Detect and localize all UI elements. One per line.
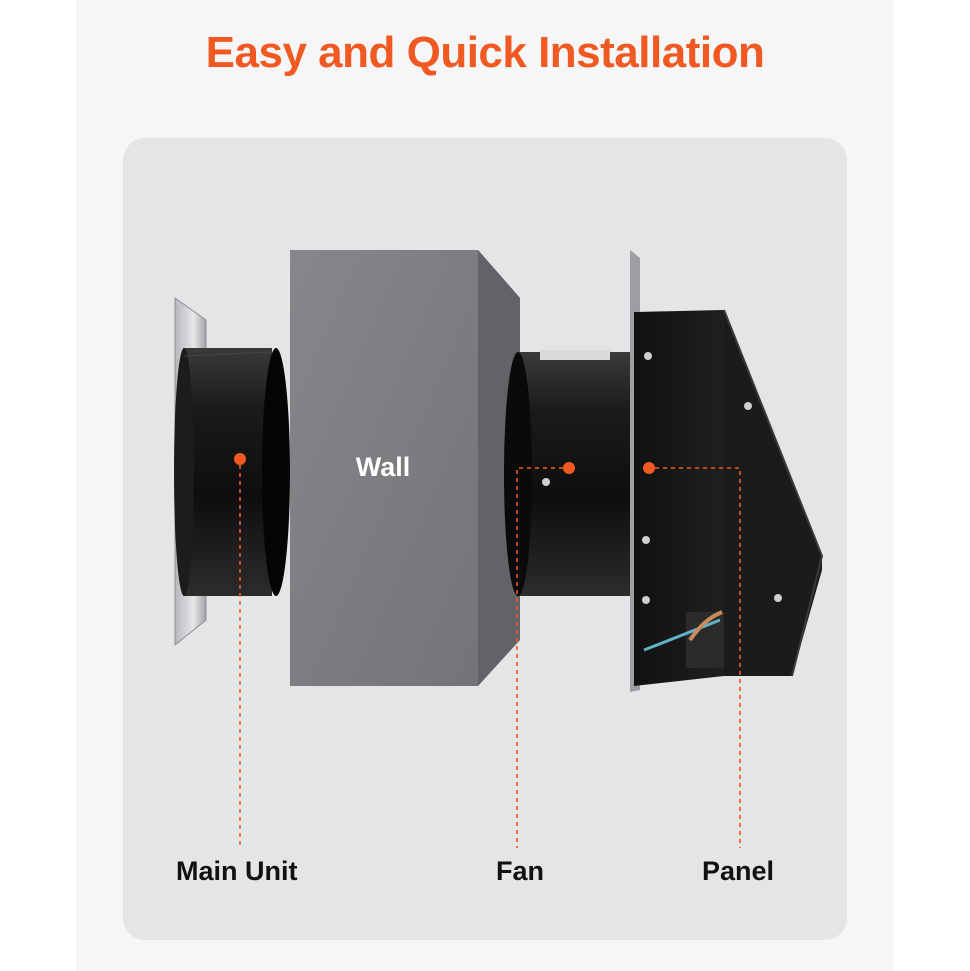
panel-screw [644, 352, 652, 360]
callout-main-unit [234, 453, 246, 848]
panel-screw [642, 536, 650, 544]
panel-screw [744, 402, 752, 410]
callout-leader [516, 467, 563, 848]
panel [630, 250, 824, 692]
fan-body-rear-rim [504, 352, 532, 596]
main-unit [174, 297, 290, 647]
wall-label: Wall [355, 452, 411, 482]
callout-fan [516, 462, 575, 848]
callout-dot [643, 462, 655, 474]
label-main-unit: Main Unit [176, 856, 298, 886]
panel-housing-front [634, 310, 724, 686]
fan-screw [542, 478, 550, 486]
label-fan: Fan [496, 856, 545, 886]
wall-side-face [478, 250, 520, 686]
callout-leader [655, 467, 741, 848]
callout-dot [234, 453, 246, 465]
panel-edge-highlight [723, 309, 824, 677]
wall-front-face [290, 250, 478, 686]
main-unit-duct [184, 348, 272, 596]
wall-block [290, 250, 520, 686]
panel-wires [643, 618, 721, 652]
fan-label-sticker [540, 350, 610, 360]
main-unit-duct-opening [262, 348, 290, 596]
main-unit-duct-rim [174, 348, 194, 596]
panel-housing-side [724, 310, 822, 676]
panel-wire-copper [688, 610, 723, 642]
main-unit-highlight [183, 351, 273, 357]
fan-body [518, 352, 634, 596]
fan [504, 350, 634, 596]
callout-panel [643, 462, 741, 848]
page-title: Easy and Quick Installation [205, 28, 765, 77]
callout-dot [563, 462, 575, 474]
label-panel: Panel [702, 856, 775, 886]
panel-screw [642, 596, 650, 604]
panel-screw [774, 594, 782, 602]
